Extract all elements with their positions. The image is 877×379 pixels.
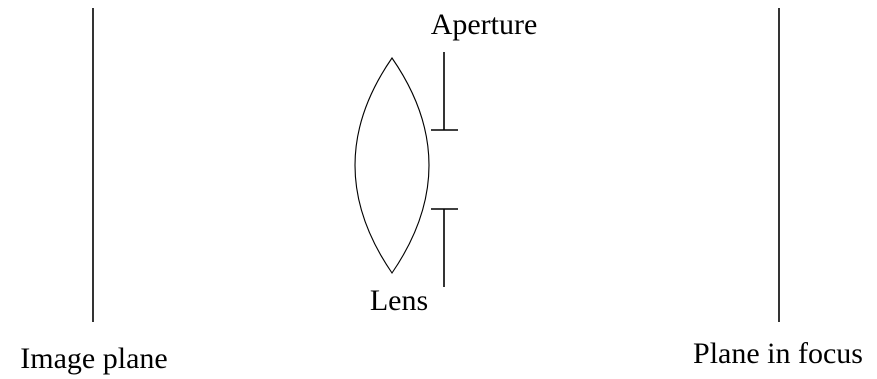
lens-label: Lens bbox=[370, 284, 428, 317]
aperture-label: Aperture bbox=[431, 8, 538, 41]
image-plane-label: Image plane bbox=[20, 342, 167, 375]
lens-shape bbox=[354, 57, 430, 274]
plane-in-focus-label: Plane in focus bbox=[693, 337, 863, 370]
